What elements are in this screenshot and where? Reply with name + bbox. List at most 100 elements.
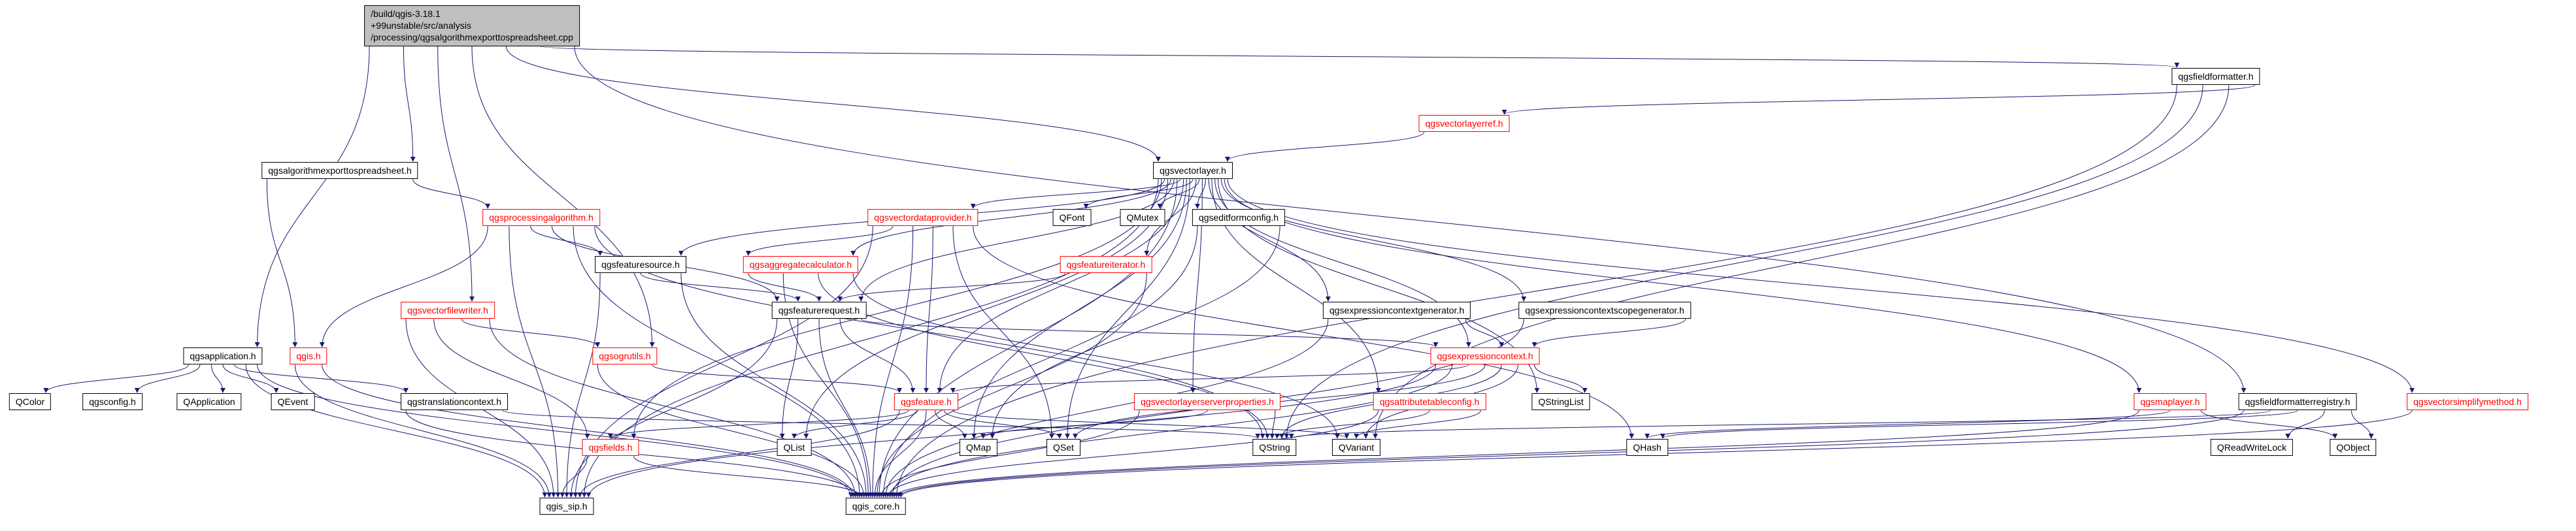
graph-node-qmap: QMap [959, 439, 998, 457]
include-edge-vectorlayer--qset [1065, 179, 1190, 439]
include-edge-qgis--qgis_core [322, 364, 856, 498]
include-edge-application--qgis_core [257, 364, 854, 498]
include-edge-maplayer--qobject [2201, 410, 2338, 439]
graph-node-line: +99unstable/src/analysis [371, 20, 471, 31]
graph-node-qgis_core: qgis_core.h [845, 498, 907, 515]
include-edge-feature--fields [608, 410, 909, 439]
graph-node-algexport_h[interactable]: qgsalgorithmexporttospreadsheet.h [261, 162, 418, 180]
include-edge-editformconfig--qmap [990, 226, 1280, 439]
graph-node-qstringlist: QStringList [1531, 393, 1590, 411]
graph-node-vectordataprovider[interactable]: qgsvectordataprovider.h [867, 209, 979, 227]
include-edge-translationcontext--qstring [502, 410, 1260, 439]
graph-node-featureiterator[interactable]: qgsfeatureiterator.h [1060, 256, 1152, 274]
graph-node-qcolor: QColor [8, 393, 52, 411]
graph-node-expressioncontextscopegenerator[interactable]: qgsexpressioncontextscopegenerator.h [1518, 302, 1691, 319]
include-edge-fieldformatterregistry--qstring [1289, 410, 2271, 439]
include-edge-attributetableconfig--qstring [1274, 410, 1430, 439]
graph-node-qobject: QObject [2330, 439, 2377, 457]
include-edge-feature--qgis_core [872, 410, 927, 498]
graph-node-feature[interactable]: qgsfeature.h [894, 393, 958, 411]
graph-node-attributetableconfig[interactable]: qgsattributetableconfig.h [1373, 393, 1486, 411]
graph-node-qset: QSet [1046, 439, 1080, 457]
graph-node-processingalgorithm[interactable]: qgsprocessingalgorithm.h [482, 209, 600, 227]
graph-node-vectorlayerserverproperties[interactable]: qgsvectorlayerserverproperties.h [1134, 393, 1280, 411]
graph-node-featurerequest[interactable]: qgsfeaturerequest.h [771, 302, 867, 319]
include-edge-attributetableconfig--qvariant [1354, 410, 1481, 439]
graph-node-qmutex: QMutex [1120, 209, 1165, 227]
graph-node-vectorlayer[interactable]: qgsvectorlayer.h [1153, 162, 1233, 180]
graph-node-vectorfilewriter[interactable]: qgsvectorfilewriter.h [401, 302, 495, 319]
include-edge-fieldformatterregistry--qreadwritelock [2285, 410, 2325, 439]
graph-node-vectorsimplifymethod[interactable]: qgsvectorsimplifymethod.h [2407, 393, 2528, 411]
include-edge-expressioncontext--qstringlist [1534, 364, 1588, 393]
graph-node-featuresource[interactable]: qgsfeaturesource.h [595, 256, 686, 274]
graph-node-vectorlayerref[interactable]: qgsvectorlayerref.h [1418, 115, 1510, 133]
graph-node-editformconfig[interactable]: qgseditformconfig.h [1192, 209, 1286, 227]
include-edge-vectorfilewriter--qgis_core [489, 319, 858, 498]
include-edge-root--fieldformatter [540, 46, 2179, 68]
include-edge-expressioncontext--feature [950, 364, 1469, 393]
include-edge-root--algexport_h [403, 46, 416, 162]
include-edge-vectorlayer--qgis_sip [581, 179, 1159, 498]
include-edge-expressioncontextscopegenerator--expressioncontext [1531, 318, 1686, 347]
include-edge-featurerequest--feature [839, 319, 916, 393]
include-edge-vectorlayerref--vectorlayer [1225, 131, 1424, 162]
graph-node-qapplication: QApplication [176, 393, 242, 411]
include-edge-vectorlayer--vectorsimplifymethod [1227, 179, 2415, 393]
include-edge-vectorlayerserverproperties--qmap [980, 410, 1208, 439]
include-edge-vectorlayer--qfont [1083, 179, 1194, 209]
graph-node-fieldformatter[interactable]: qgsfieldformatter.h [2171, 68, 2260, 86]
graph-node-qlist: QList [777, 439, 812, 457]
include-edge-featuresource--qgis_core [680, 273, 869, 498]
include-edge-fields--qgis_core [633, 456, 865, 498]
graph-node-translationcontext[interactable]: qgstranslationcontext.h [401, 393, 508, 411]
include-edge-processingalgorithm--qgis [319, 226, 488, 347]
include-edge-application--translationcontext [234, 364, 409, 393]
include-edge-vectorlayer--vectordataprovider [970, 178, 1181, 209]
graph-node-qgis[interactable]: qgis.h [290, 347, 327, 365]
include-edge-maplayer--qgis_core [892, 410, 2139, 498]
include-edge-vectorlayerserverproperties--qgis_core [878, 410, 1140, 498]
graph-node-root: /build/qgis-3.18.1+99unstable/src/analys… [364, 5, 580, 46]
include-edge-fields--qgis_sip [560, 456, 588, 498]
include-edge-featureiterator--featurerequest [837, 272, 1066, 302]
include-edge-root--ogrutils [471, 46, 655, 347]
graph-node-qstring: QString [1252, 439, 1297, 457]
graph-node-ogrutils[interactable]: qgsogrutils.h [592, 347, 658, 365]
graph-node-expressioncontext[interactable]: qgsexpressioncontext.h [1430, 347, 1540, 365]
include-edge-vectordataprovider--qgis_core [870, 226, 914, 498]
include-edge-root--vectorlayer [505, 46, 1161, 162]
include-edge-feature--qlist [792, 410, 918, 439]
include-edge-fieldformatterregistry--qobject [2350, 410, 2374, 439]
graph-node-fields[interactable]: qgsfields.h [582, 439, 639, 457]
include-edge-root--application [254, 46, 370, 347]
include-edge-expressioncontextgenerator--expressioncontext [1465, 319, 1505, 347]
graph-node-application[interactable]: qgsapplication.h [183, 347, 263, 365]
include-edge-aggregatecalculator--qstring [818, 273, 1270, 439]
include-edge-vectorlayer--expressioncontextscopegenerator [1220, 179, 1527, 302]
graph-node-qreadwritelock: QReadWriteLock [2210, 439, 2294, 457]
include-edge-feature--qvariant [952, 410, 1350, 439]
include-edge-aggregatecalculator--qvariant [852, 273, 1340, 439]
graph-node-maplayer[interactable]: qgsmaplayer.h [2133, 393, 2207, 411]
graph-node-fieldformatterregistry[interactable]: qgsfieldformatterregistry.h [2238, 393, 2357, 411]
include-edge-feature--qgis_sip [577, 410, 900, 498]
graph-node-qfont: QFont [1052, 209, 1092, 227]
include-edge-vectorfilewriter--ogrutils [461, 318, 601, 347]
graph-node-line: /build/qgis-3.18.1 [371, 8, 441, 19]
include-edge-vectorlayer--expressioncontextgenerator [1208, 179, 1331, 302]
include-edge-featurerequest--qgis_core [818, 319, 873, 498]
include-edge-vectorlayer--fields [631, 179, 1162, 439]
include-edge-fieldformatter--vectorlayerref [1501, 84, 2256, 115]
include-edge-vectorlayer--qmap [971, 179, 1187, 439]
include-edge-featurerequest--qgis_sip [568, 319, 778, 498]
include-edge-application--qgsconfig [134, 364, 201, 393]
include-edge-vectorlayer--expressioncontext [1214, 179, 1471, 347]
include-edge-ogrutils--feature [652, 364, 902, 393]
include-edge-vectorlayer--aggregatecalculator [850, 179, 1171, 256]
graph-node-aggregatecalculator[interactable]: qgsaggregatecalculator.h [743, 256, 859, 274]
include-edge-processingalgorithm--qgis_core [573, 226, 863, 498]
include-edge-featurerequest--qlist [779, 319, 799, 439]
graph-node-qhash: QHash [1626, 439, 1668, 457]
graph-node-expressioncontextgenerator[interactable]: qgsexpressioncontextgenerator.h [1322, 302, 1471, 319]
